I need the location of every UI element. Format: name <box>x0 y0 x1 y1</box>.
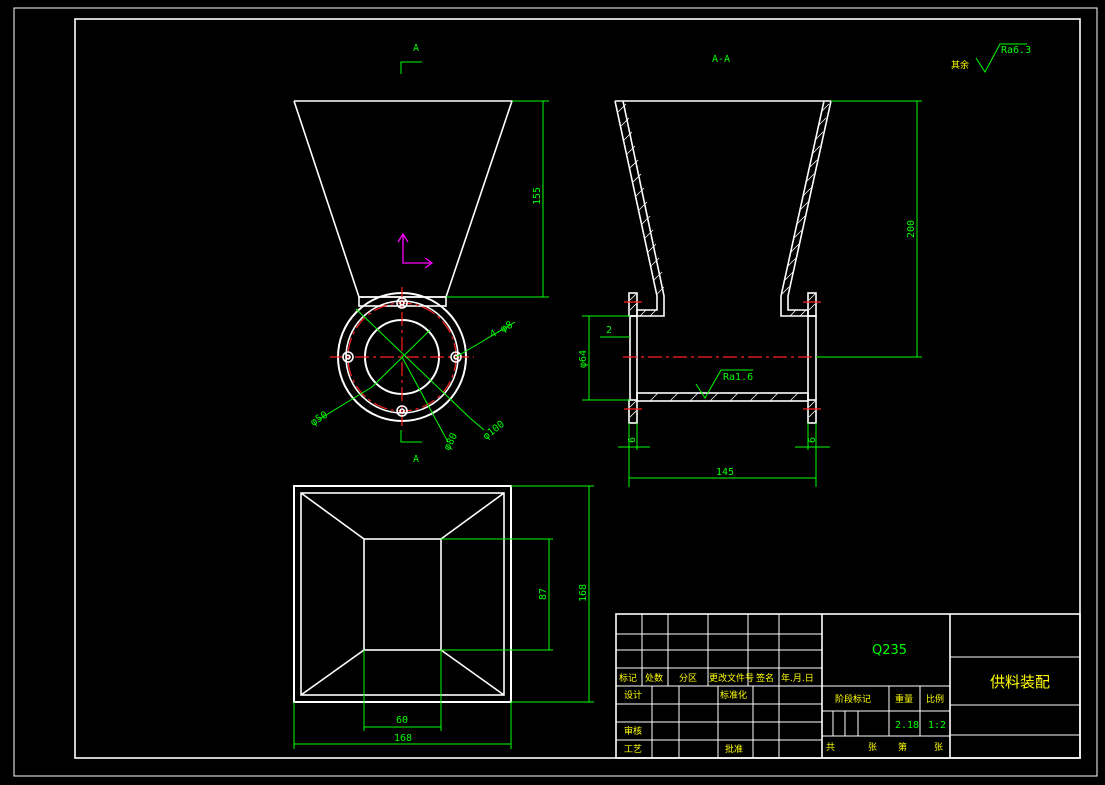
top-edge-line <box>440 649 505 696</box>
dim-section-length: 145 <box>716 467 734 478</box>
sheet-unit-label-2: 张 <box>934 742 943 753</box>
section-view: A-A <box>578 54 922 487</box>
label-review: 审核 <box>624 725 642 737</box>
section-inner-left <box>622 100 665 357</box>
bolt-hole <box>396 297 408 309</box>
general-surface-finish: 其余 Ra6.3 <box>951 43 1031 73</box>
label-stage: 阶段标记 <box>835 693 871 705</box>
label-design: 设计 <box>624 689 642 701</box>
top-edge-line <box>300 649 365 696</box>
dim-flange-inner: φ50 <box>309 410 330 429</box>
sheet-total-label: 共 <box>826 742 835 753</box>
pipe-body <box>636 392 809 402</box>
leader-flange-inner <box>371 329 431 388</box>
drawing-frame <box>74 18 1081 759</box>
outer-border <box>13 7 1098 777</box>
finish-general-value: Ra6.3 <box>1001 45 1031 56</box>
header-change-doc: 更改文件号 <box>709 672 754 684</box>
header-date: 年.月.日 <box>781 672 814 684</box>
section-view-title: A-A <box>712 54 730 65</box>
header-count: 处数 <box>645 672 663 684</box>
label-standardize: 标准化 <box>720 689 747 701</box>
right-grid <box>950 656 1080 736</box>
ucs-arrow-y <box>397 232 409 243</box>
top-rim-square <box>300 492 505 696</box>
label-weight: 重量 <box>895 693 913 705</box>
material: Q235 <box>872 643 907 658</box>
bolt-hole <box>396 405 408 417</box>
label-approve: 批准 <box>725 743 743 755</box>
section-arrow-top <box>400 61 422 74</box>
top-inner-square <box>363 538 442 651</box>
wall-hatch-right <box>781 103 830 317</box>
funnel-outline <box>293 100 514 298</box>
leader-flange-inner <box>317 386 373 421</box>
leader-bolt-holes <box>455 321 516 358</box>
sheet-no-label: 第 <box>898 741 907 753</box>
flange-left-top <box>628 292 638 317</box>
drawing-name: 供料装配 <box>990 673 1050 691</box>
dim-front-height: 155 <box>532 187 543 205</box>
scale-value: 1:2 <box>928 720 946 731</box>
sheet-unit-label-1: 张 <box>868 742 877 753</box>
flange-right-bottom <box>807 399 817 424</box>
bolt-hole <box>450 351 462 363</box>
dim-bolt-circle: φ80 <box>442 431 460 452</box>
section-mark-top: A <box>413 43 419 54</box>
dim-top-inner-height: 87 <box>538 588 549 600</box>
dim-top-inner-width: 60 <box>396 715 408 726</box>
surface-finish-general <box>975 43 1027 73</box>
dim-flange-outer: φ100 <box>481 419 507 443</box>
top-outer-square <box>293 485 512 703</box>
dim-bolt-holes: 4-φ8 <box>488 320 514 341</box>
section-arrow-bottom <box>400 430 422 443</box>
section-inner-right <box>780 100 825 357</box>
leader-flange-outer <box>469 417 485 431</box>
bolt-hole <box>342 351 354 363</box>
dim-flange-right: 6 <box>807 437 818 443</box>
dim-section-height: 200 <box>906 220 917 238</box>
top-edge-line <box>440 492 505 540</box>
leader-flange-outer <box>355 308 471 419</box>
ucs-arrow-x <box>424 257 434 269</box>
finish-general-prefix: 其余 <box>951 59 969 71</box>
top-edge-line <box>300 492 365 540</box>
revision-grid <box>616 614 822 758</box>
flange-hatch <box>629 293 816 418</box>
header-signature: 签名 <box>756 672 774 684</box>
dim-top-width: 168 <box>394 733 412 744</box>
dim-section-wall: 2 <box>606 325 612 336</box>
dim-section-bore: φ64 <box>578 350 589 368</box>
title-block: 标记 处数 分区 更改文件号 签名 年.月.日 设计 标准化 审核 工艺 批准 … <box>615 613 1081 759</box>
finish-inner-value: Ra1.6 <box>723 372 753 383</box>
leader-bolt-circle <box>401 356 449 443</box>
label-process: 工艺 <box>624 744 642 755</box>
dim-flange-left: 6 <box>627 437 638 443</box>
section-outer-right <box>787 100 832 400</box>
top-view: 168 87 60 168 <box>293 485 594 749</box>
weight-value: 2.18 <box>895 720 919 731</box>
dim-top-height: 168 <box>578 584 589 602</box>
ucs-icon <box>402 234 432 264</box>
surface-finish-inner <box>695 369 753 399</box>
wall-hatch-left <box>617 103 665 317</box>
flange-left-bottom <box>628 399 638 424</box>
front-view: A 155 φ1 <box>293 43 549 465</box>
flange-right-top <box>807 292 817 317</box>
section-mark-bottom: A <box>413 454 419 465</box>
label-scale: 比例 <box>926 693 944 705</box>
section-outer-left <box>614 100 658 400</box>
middle-grid <box>822 685 950 737</box>
header-zone: 分区 <box>679 673 697 684</box>
pipe-hatch <box>649 392 799 402</box>
header-mark: 标记 <box>619 672 637 684</box>
